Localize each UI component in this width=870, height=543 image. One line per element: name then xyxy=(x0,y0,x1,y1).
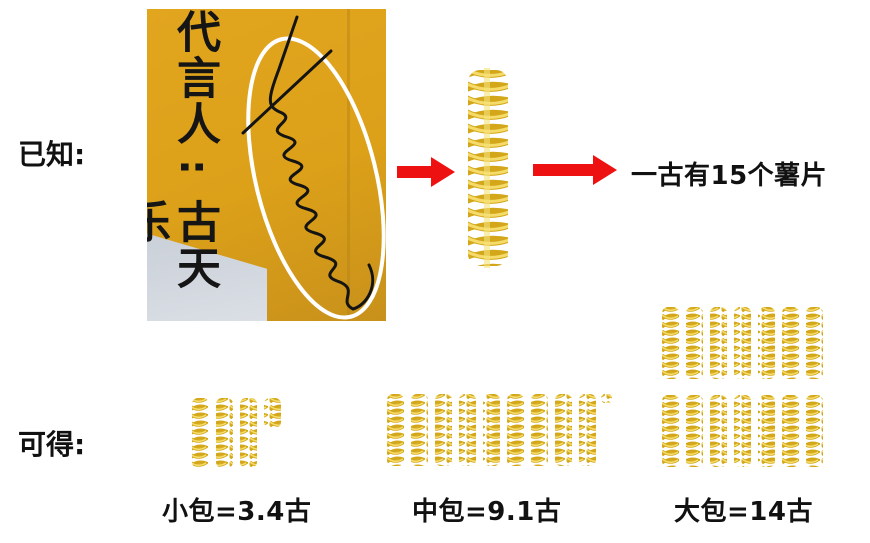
large-pack-chips xyxy=(662,307,823,467)
medium-pack-caption: 中包=9.1古 xyxy=(412,497,562,527)
photo-text-name: 古天乐 xyxy=(147,199,220,291)
photo-text-colon: : xyxy=(171,159,217,177)
small-pack-caption: 小包=3.4古 xyxy=(162,497,312,527)
arrow-right-icon xyxy=(397,157,455,187)
spiral-chip-icon xyxy=(468,68,508,268)
arrow-right-icon xyxy=(533,155,617,185)
medium-pack-chips xyxy=(387,394,612,466)
large-pack-caption: 大包=14古 xyxy=(674,497,813,527)
known-label: 已知: xyxy=(18,138,86,171)
chips-per-gu-text: 一古有15个薯片 xyxy=(631,161,828,191)
small-pack-chips xyxy=(192,398,281,468)
photo-background-line xyxy=(347,9,350,321)
signature-icon xyxy=(241,15,386,320)
result-label: 可得: xyxy=(18,428,86,461)
endorser-photo: 代言人 : 古天乐 xyxy=(147,9,386,321)
photo-text-endorser: 代言人 xyxy=(169,9,220,147)
